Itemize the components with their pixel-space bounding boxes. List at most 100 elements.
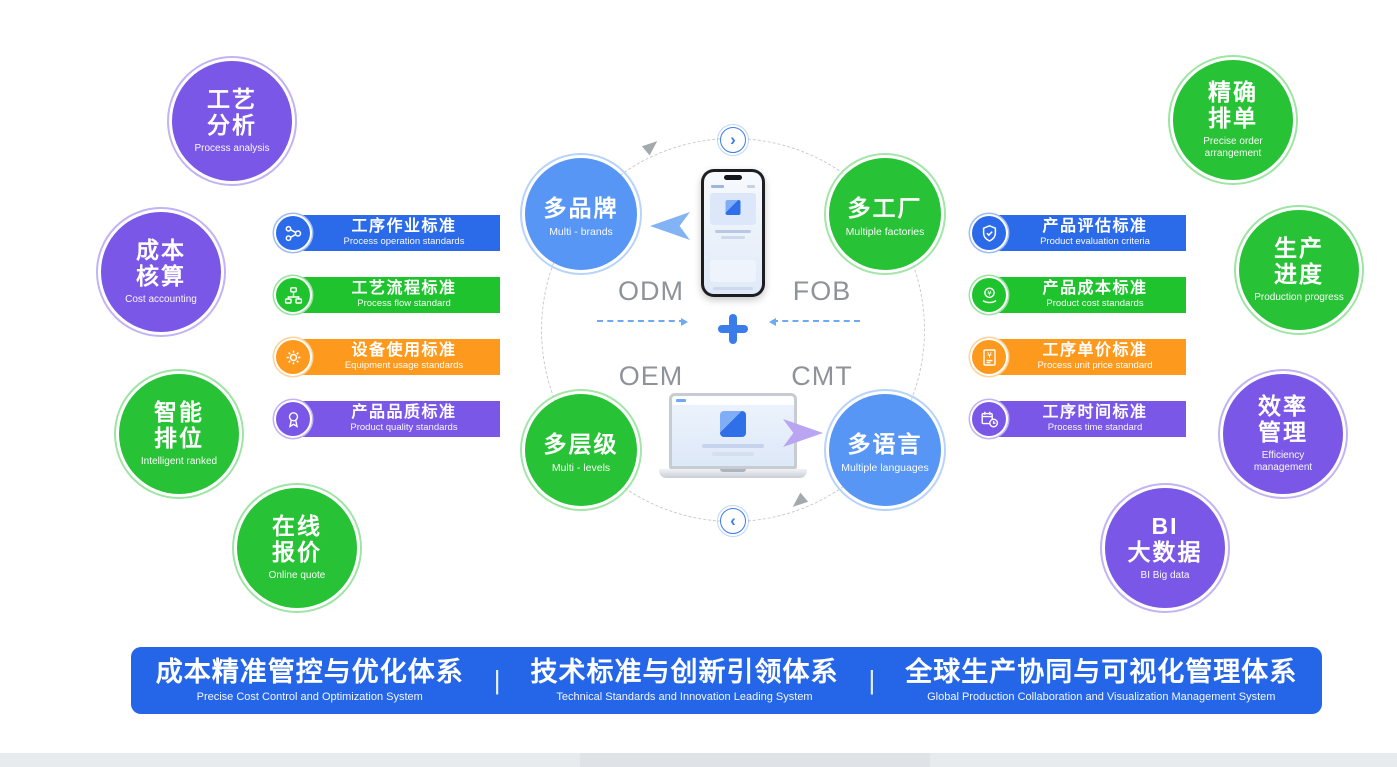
feature-title-line: BI <box>1151 513 1179 540</box>
feature-circle-process-analysis: 工艺 分析 Process analysis <box>167 56 297 186</box>
hub-node-multiple-factories: 多工厂 Multiple factories <box>824 153 946 275</box>
feature-title-line: 报价 <box>272 539 322 565</box>
feature-title-line: 智能 <box>154 399 204 426</box>
standard-row-product-quality: 产品品质标准 Product quality standards <box>276 399 500 439</box>
laptop-text-line <box>702 444 764 448</box>
standard-title: 工序单价标准 <box>1042 342 1148 360</box>
standard-banner: 工序作业标准 Process operation standards <box>294 215 500 251</box>
phone-screen <box>704 172 762 294</box>
flowchart-icon <box>276 278 310 312</box>
standard-banner: 产品成本标准 Product cost standards <box>990 277 1186 313</box>
standard-title: 产品成本标准 <box>1042 280 1148 298</box>
feature-title-line: 排位 <box>154 425 204 451</box>
standard-row-equipment-usage: 设备使用标准 Equipment usage standards <box>276 337 500 377</box>
laptop-hero-cube <box>720 411 746 437</box>
hub-node-title: 多层级 <box>543 431 619 458</box>
standard-title: 产品评估标准 <box>1042 218 1148 236</box>
feature-title-line: 进度 <box>1274 261 1324 287</box>
footer-banner: 成本精准管控与优化体系 Precise Cost Control and Opt… <box>131 647 1322 714</box>
standard-subtitle: Process unit price standard <box>1037 359 1153 371</box>
feature-subtitle: Efficiency management <box>1253 449 1313 473</box>
calendar-clock-icon <box>972 402 1006 436</box>
standard-banner: 产品品质标准 Product quality standards <box>294 401 500 437</box>
feature-subtitle: Precise order arrangement <box>1203 135 1263 159</box>
hub-node-title: 多品牌 <box>543 195 619 222</box>
hub-node-multi-levels: 多层级 Multi - levels <box>520 389 642 511</box>
phone-app-menu <box>747 185 755 188</box>
svg-text:¥: ¥ <box>987 289 992 297</box>
laptop-mockup <box>659 393 807 478</box>
phone-hero-cube <box>725 200 741 215</box>
standard-row-process-time: 工序时间标准 Process time standard <box>972 399 1186 439</box>
footer-item-cost-control: 成本精准管控与优化体系 Precise Cost Control and Opt… <box>155 657 464 703</box>
hub-node-multi-brands: 多品牌 Multi - brands <box>520 153 642 275</box>
dashed-arrow-right-to-center <box>769 318 860 326</box>
feature-title-line: 排单 <box>1208 105 1258 131</box>
feature-title-line: 生产 <box>1274 235 1324 262</box>
feature-circle-cost-accounting: 成本 核算 Cost accounting <box>96 207 226 337</box>
feature-subtitle: BI Big data <box>1140 569 1190 581</box>
plus-icon <box>718 314 748 344</box>
footer-item-subtitle: Global Production Collaboration and Visu… <box>927 690 1276 703</box>
laptop-base <box>659 469 807 478</box>
page-bottom-strip <box>0 753 1397 767</box>
phone-app-logo <box>711 185 724 188</box>
phone-mockup <box>701 169 765 297</box>
svg-text:¥: ¥ <box>987 350 992 359</box>
standard-banner: 设备使用标准 Equipment usage standards <box>294 339 500 375</box>
footer-item-technical-standards: 技术标准与创新引领体系 Technical Standards and Inno… <box>530 657 839 703</box>
feature-title-line: 成本 <box>136 237 186 264</box>
standard-subtitle: Process flow standard <box>357 297 451 309</box>
divider: | <box>493 665 501 695</box>
standard-subtitle: Product cost standards <box>1046 297 1144 309</box>
feature-subtitle: Online quote <box>268 569 326 581</box>
divider: | <box>868 665 876 695</box>
feature-subtitle: Process analysis <box>194 142 270 154</box>
standard-row-process-unit-price: 工序单价标准 Process unit price standard ¥ <box>972 337 1186 377</box>
hub-node-subtitle: Multi - levels <box>551 462 611 475</box>
standard-subtitle: Equipment usage standards <box>344 359 464 371</box>
standard-title: 工艺流程标准 <box>351 280 457 298</box>
mode-label-cmt: CMT <box>791 361 853 391</box>
phone-home-bar <box>713 287 753 290</box>
footer-item-title: 技术标准与创新引领体系 <box>530 657 839 688</box>
chevron-left-icon: ‹ <box>717 505 749 537</box>
coin-hand-icon: ¥ <box>972 278 1006 312</box>
footer-item-title: 全球生产协同与可视化管理体系 <box>905 657 1298 688</box>
phone-text-line <box>715 230 751 233</box>
mode-label-oem: OEM <box>618 361 684 391</box>
footer-item-subtitle: Precise Cost Control and Optimization Sy… <box>196 690 423 703</box>
phone-text-line <box>721 236 745 239</box>
chevron-right-icon: › <box>717 124 749 156</box>
feature-title-line: 精确 <box>1208 79 1258 106</box>
hub-node-multiple-languages: 多语言 Multiple languages <box>824 389 946 511</box>
mode-label-fob: FOB <box>792 276 852 306</box>
mode-label-odm: ODM <box>618 276 684 306</box>
feature-circle-bi-big-data: BI 大数据 BI Big data <box>1100 483 1230 613</box>
feature-subtitle: Production progress <box>1254 291 1344 303</box>
feature-title-line: 管理 <box>1258 419 1308 445</box>
feature-subtitle: Cost accounting <box>125 293 197 305</box>
workflow-nodes-icon <box>276 216 310 250</box>
footer-item-subtitle: Technical Standards and Innovation Leadi… <box>556 690 813 703</box>
hub-node-title: 多工厂 <box>847 195 923 222</box>
standard-title: 设备使用标准 <box>351 342 457 360</box>
phone-card-block <box>710 260 756 282</box>
feature-title-line: 工艺 <box>207 86 257 113</box>
dashed-arrow-left-to-center <box>597 318 688 326</box>
footer-item-title: 成本精准管控与优化体系 <box>155 657 464 688</box>
feature-title-line: 分析 <box>207 112 257 138</box>
feature-title-line: 大数据 <box>1127 539 1203 565</box>
feature-title-line: 在线 <box>272 513 322 540</box>
standard-banner: 工艺流程标准 Process flow standard <box>294 277 500 313</box>
standard-title: 产品品质标准 <box>351 404 457 422</box>
laptop-screen <box>669 393 797 469</box>
standard-row-product-evaluation: 产品评估标准 Product evaluation criteria <box>972 213 1186 253</box>
price-doc-icon: ¥ <box>972 340 1006 374</box>
feature-circle-efficiency-management: 效率 管理 Efficiency management <box>1218 369 1348 499</box>
standard-row-process-operation: 工序作业标准 Process operation standards <box>276 213 500 253</box>
feature-subtitle: Intelligent ranked <box>140 455 218 467</box>
standard-title: 工序作业标准 <box>351 218 457 236</box>
laptop-text-line <box>712 452 754 456</box>
standard-title: 工序时间标准 <box>1042 404 1148 422</box>
